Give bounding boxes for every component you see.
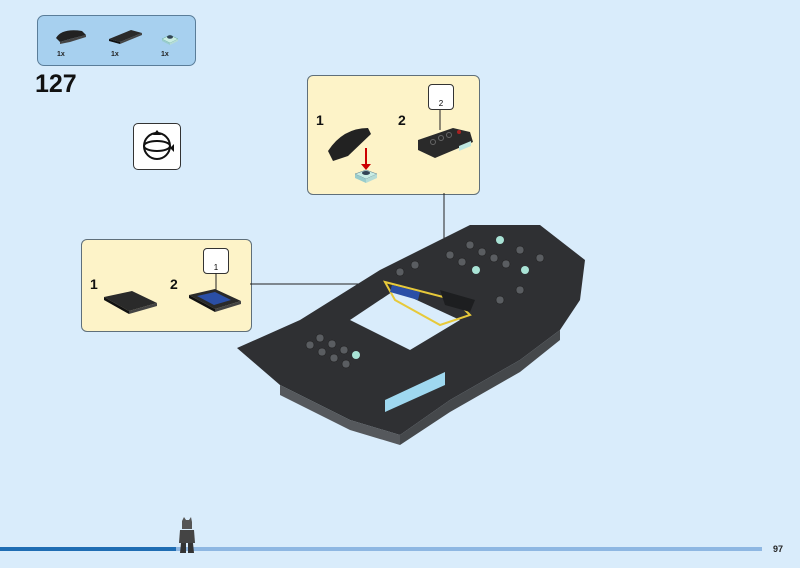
step-number: 127 [35,70,77,98]
tile-icon [104,291,157,314]
tile-with-sticker-icon [189,273,241,312]
part-curved-slope: 1x [52,22,92,60]
substep-number: 1 [316,112,324,128]
parts-list-box: 1x 1x 1x [37,15,196,66]
page-number: 97 [773,544,784,554]
part-qty: 1x [111,51,119,58]
part-qty: 1x [57,51,65,58]
sticker-tag: 2 [428,84,454,110]
part-tile: 1x [106,22,146,60]
sticker-tag: 1 [203,248,229,274]
callout-left: 1 2 1 [81,239,252,332]
round-plate-icon [161,34,179,45]
substep-number: 2 [398,112,406,128]
curved-slope-assembly-icon [328,128,378,183]
substep-number: 2 [170,276,178,292]
substep-number: 1 [90,276,98,292]
sloped-brick-with-sticker-icon [418,110,473,158]
part-round-plate: 1x [156,22,196,60]
progress-bar-filled [0,547,176,551]
part-qty: 1x [161,51,169,58]
curved-slope-icon [56,30,86,44]
minifigure-icon [179,517,195,553]
tile-icon [109,30,142,44]
rotate-model-icon [133,123,181,170]
callout-top: 1 2 2 [307,75,480,195]
sticker-number: 1 [213,263,219,272]
sticker-number: 2 [438,99,444,108]
progress-bar-track [176,547,762,551]
